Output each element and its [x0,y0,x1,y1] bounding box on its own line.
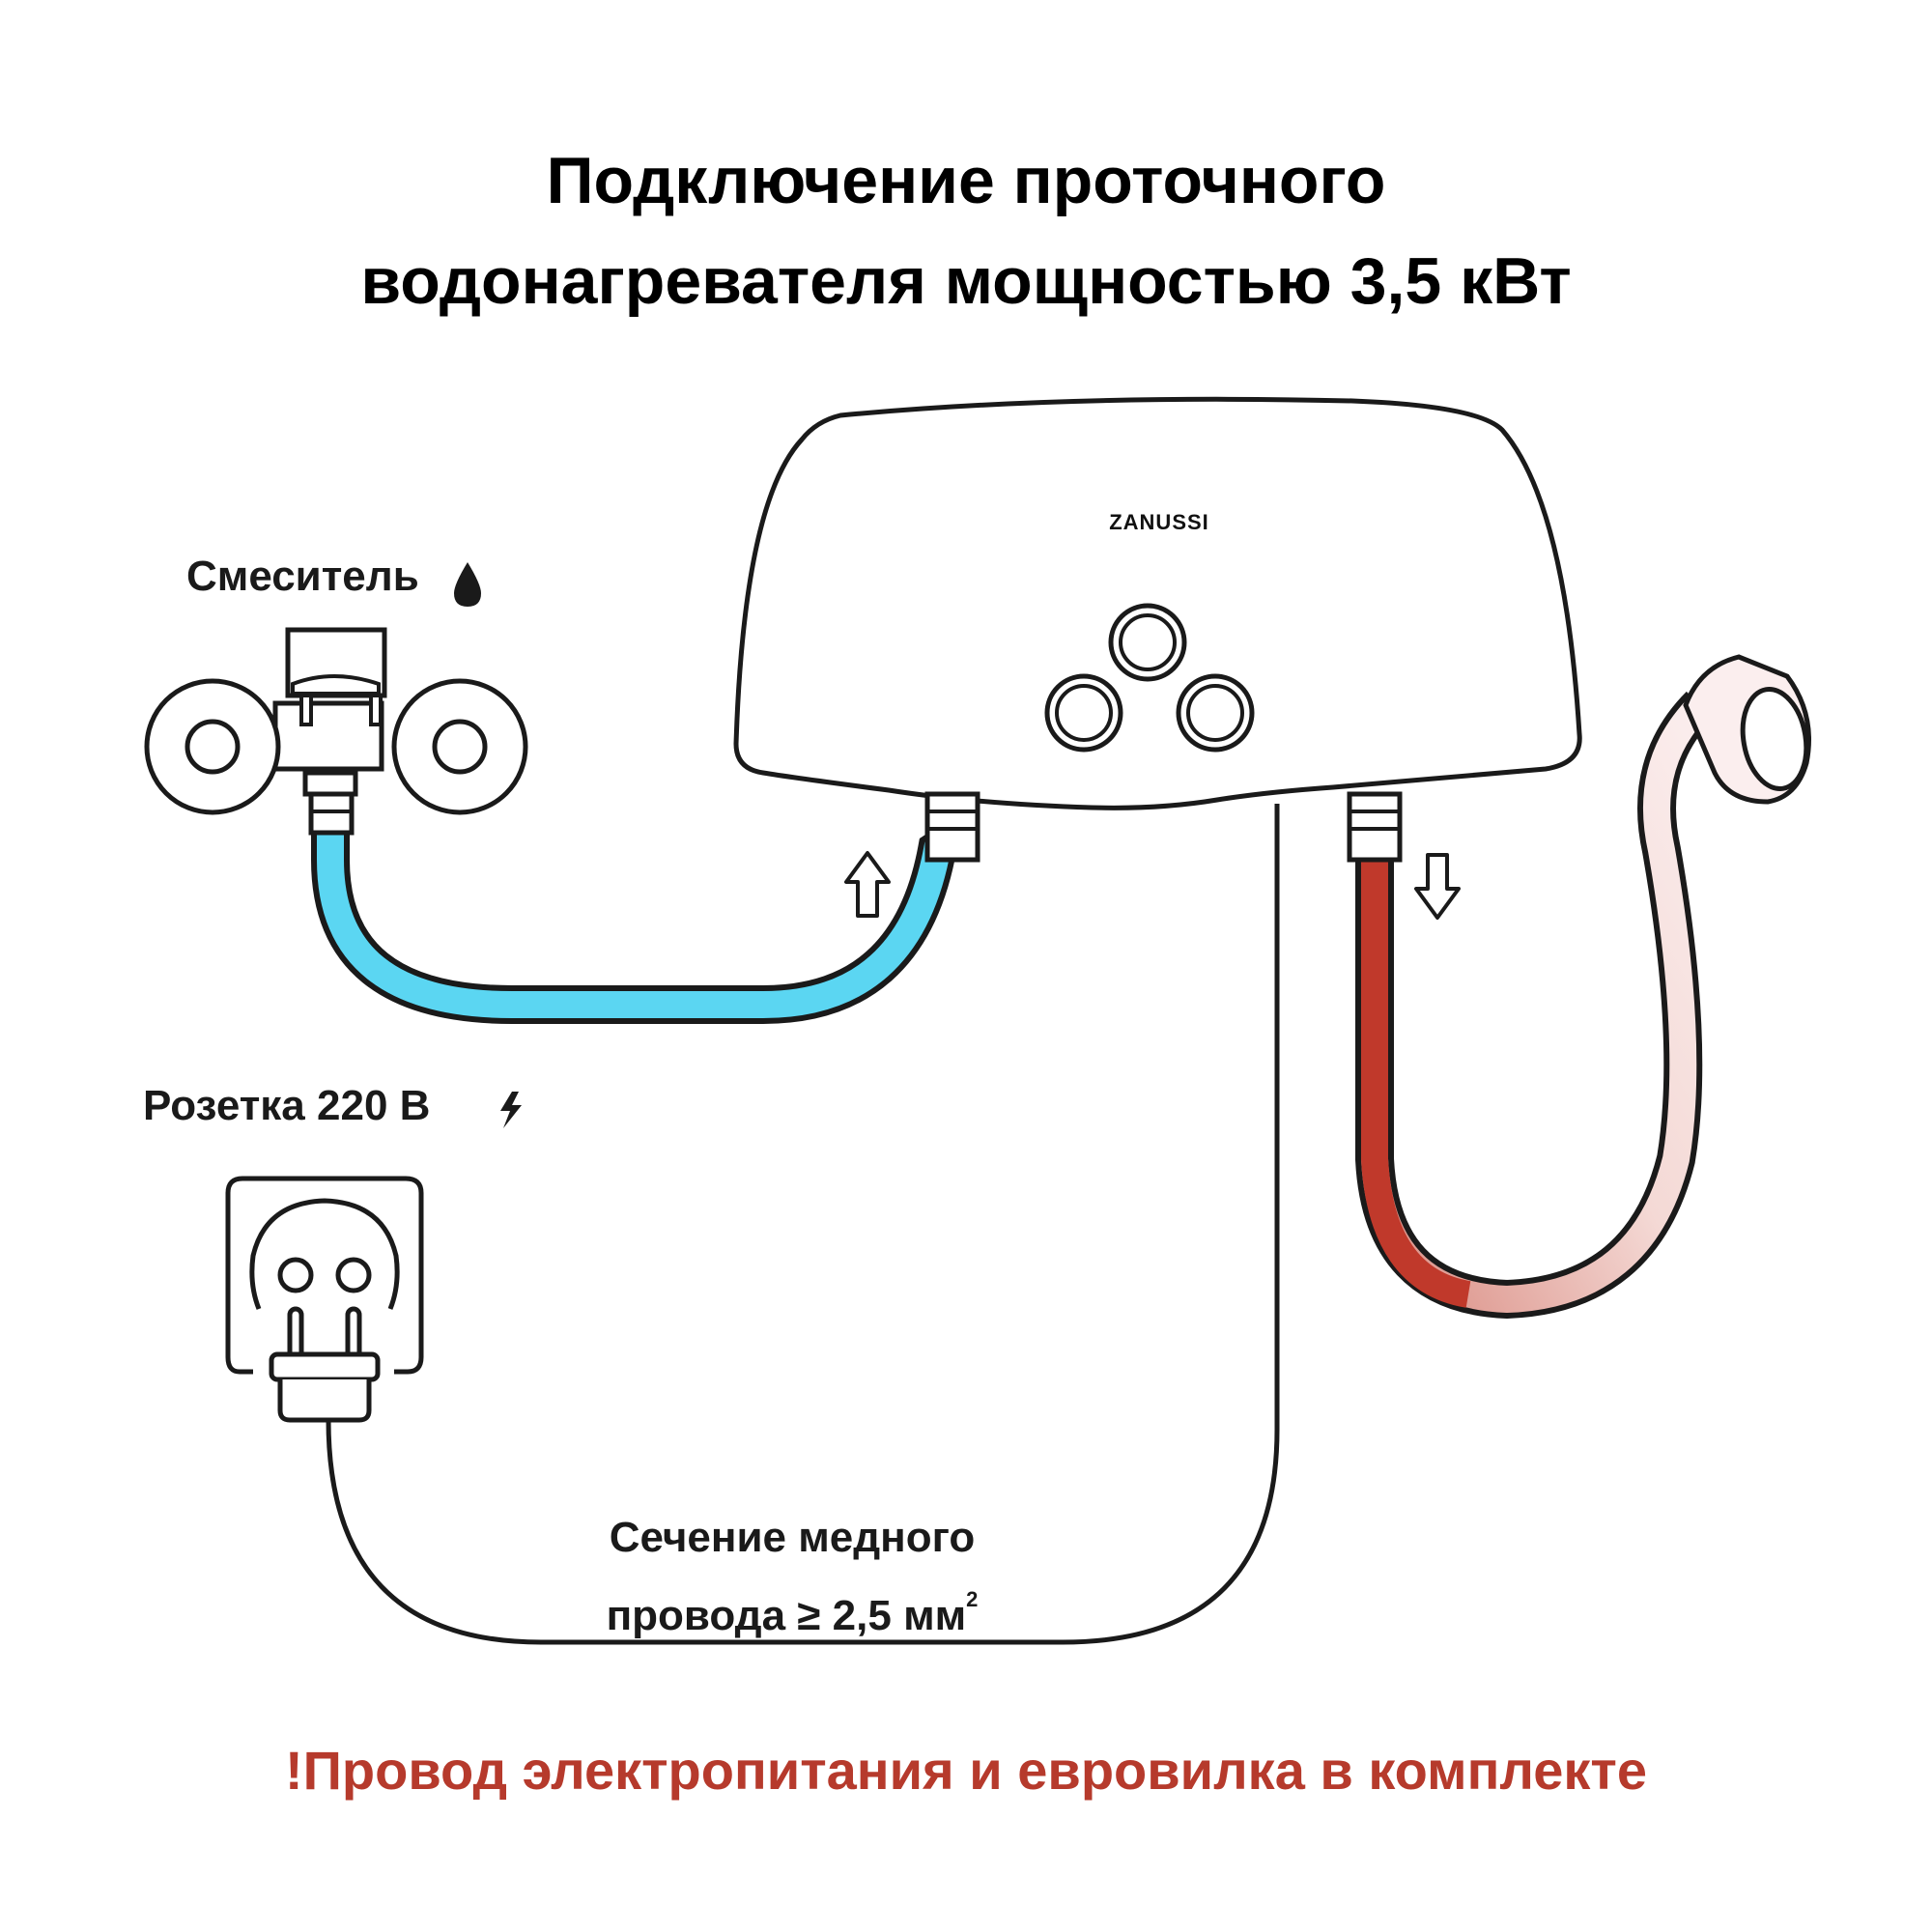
hot-water-hose [1355,691,1715,1320]
mixer-label: Смеситель [186,553,419,600]
wire-label-line-2: провода ≥ 2,5 мм2 [502,1569,1082,1647]
wire-section-label: Сечение медного провода ≥ 2,5 мм2 [502,1507,1082,1647]
heater-brand: ZANUSSI [1109,510,1209,534]
arrow-up-icon [844,851,891,918]
heater-knob-left[interactable] [1044,673,1123,753]
euro-plug [269,1306,381,1423]
title-line-2: водонагревателя мощностью 3,5 кВт [360,244,1572,318]
socket-outlet [225,1176,424,1375]
title-line-1: Подключение проточного [546,144,1386,217]
wire-label-line-1: Сечение медного [609,1514,976,1561]
socket-label: Розетка 220 В [143,1082,431,1129]
power-cable [326,804,1280,1645]
page-title: Подключение проточного водонагревателя м… [0,130,1932,331]
kit-note: !Провод электропитания и евровилка в ком… [285,1740,1647,1801]
wire-label-superscript: 2 [966,1587,979,1611]
mixer-faucet [144,627,528,836]
heater-knob-right[interactable] [1176,673,1255,753]
cold-water-hose [311,824,963,1024]
shower-head [1683,654,1811,805]
cold-inlet-fitting [924,791,980,863]
drop-icon [454,562,481,607]
lightning-icon [500,1092,522,1128]
hot-outlet-fitting [1347,791,1403,863]
heater-knob-top[interactable] [1108,603,1187,682]
water-heater [733,396,1582,810]
wire-label-line-2-text: провода ≥ 2,5 мм [606,1592,967,1639]
arrow-down-icon [1414,853,1461,920]
